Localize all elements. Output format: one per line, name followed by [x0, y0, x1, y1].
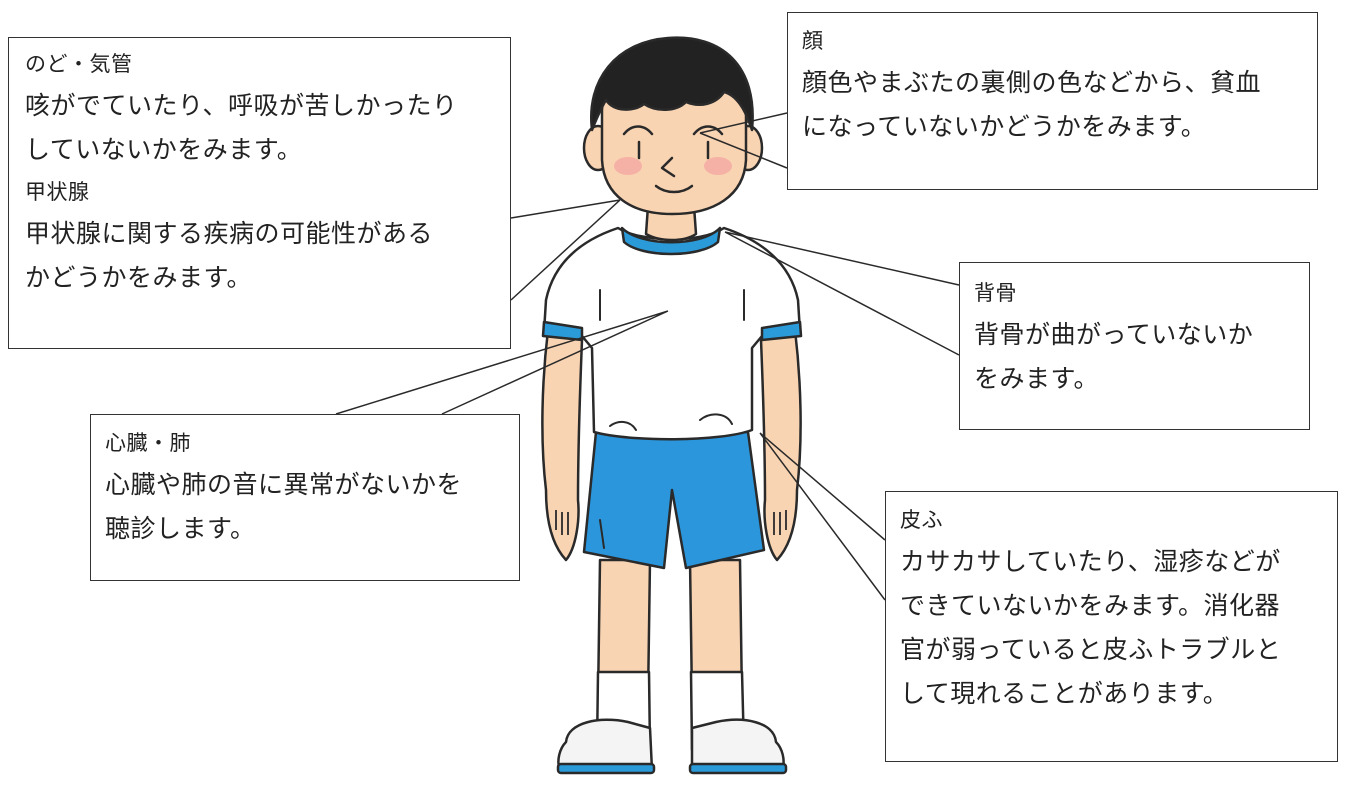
callout-text: カサカサしていたり、湿疹などが	[900, 547, 1281, 576]
callout-title-spine: 背骨	[974, 281, 1017, 305]
callout-title-face: 顔	[802, 29, 824, 53]
shorts-slit-left	[599, 519, 605, 549]
collar	[620, 226, 722, 256]
left-sleeve-trim	[541, 320, 584, 342]
callout-title-throat: のど・気管	[25, 52, 133, 76]
callout-title-heart: 心臓・肺	[105, 431, 191, 455]
left-arm	[541, 328, 584, 562]
right-eyebrow	[692, 125, 724, 136]
right-arm	[759, 328, 802, 562]
callout-spine: 背骨 背骨が曲がっていないか をみます。	[959, 262, 1310, 430]
right-cheek	[704, 157, 732, 175]
callout-title-skin: 皮ふ	[900, 508, 943, 532]
callout-face: 顔 顔色やまぶたの裏側の色などから、貧血 になっていないかどうかをみます。	[787, 12, 1318, 190]
callout-text: になっていないかどうかをみます。	[802, 112, 1207, 141]
callout-text: 背骨が曲がっていないか	[974, 320, 1254, 349]
leader-face	[699, 112, 788, 169]
callout-skin: 皮ふ カサカサしていたり、湿疹などが できていないかをみます。消化器 官が弱って…	[885, 491, 1338, 762]
left-shoe	[557, 718, 654, 774]
left-cheek	[614, 157, 642, 175]
nose	[660, 156, 676, 178]
right-sleeve-trim	[760, 320, 803, 342]
callout-text: していないかをみます。	[25, 135, 303, 164]
shorts	[582, 430, 766, 570]
mouth	[654, 184, 694, 194]
right-shoe-sole	[688, 762, 788, 775]
callout-text: 心臓や肺の音に異常がないかを	[105, 470, 463, 499]
callout-text: 甲状腺に関する疾病の可能性がある	[25, 219, 434, 248]
leader-spine	[724, 231, 960, 356]
callout-heart-lungs: 心臓・肺 心臓や肺の音に異常がないかを 聴診します。	[90, 414, 520, 581]
hair	[589, 36, 754, 132]
leader-throat	[510, 199, 621, 301]
callout-title-thyroid: 甲状腺	[25, 180, 90, 204]
callout-text: して現れることがあります。	[900, 679, 1229, 708]
callout-text: をみます。	[974, 364, 1100, 393]
shirt-hem	[609, 413, 733, 431]
callout-throat-thyroid: のど・気管 咳がでていたり、呼吸が苦しかったり していないかをみます。 甲状腺 …	[8, 37, 511, 349]
left-shoe-sole	[556, 762, 656, 775]
callout-text: 咳がでていたり、呼吸が苦しかったり	[25, 91, 458, 120]
callout-text: 聴診します。	[105, 514, 256, 543]
leader-skin	[759, 432, 886, 601]
callout-text: かどうかをみます。	[25, 263, 253, 292]
callout-text: できていないかをみます。消化器	[900, 591, 1281, 620]
callout-text: 官が弱っていると皮ふトラブルと	[900, 635, 1282, 664]
leader-heart	[335, 310, 669, 415]
callout-text: 顔色やまぶたの裏側の色などから、貧血	[802, 68, 1262, 97]
left-eyebrow	[622, 125, 654, 136]
